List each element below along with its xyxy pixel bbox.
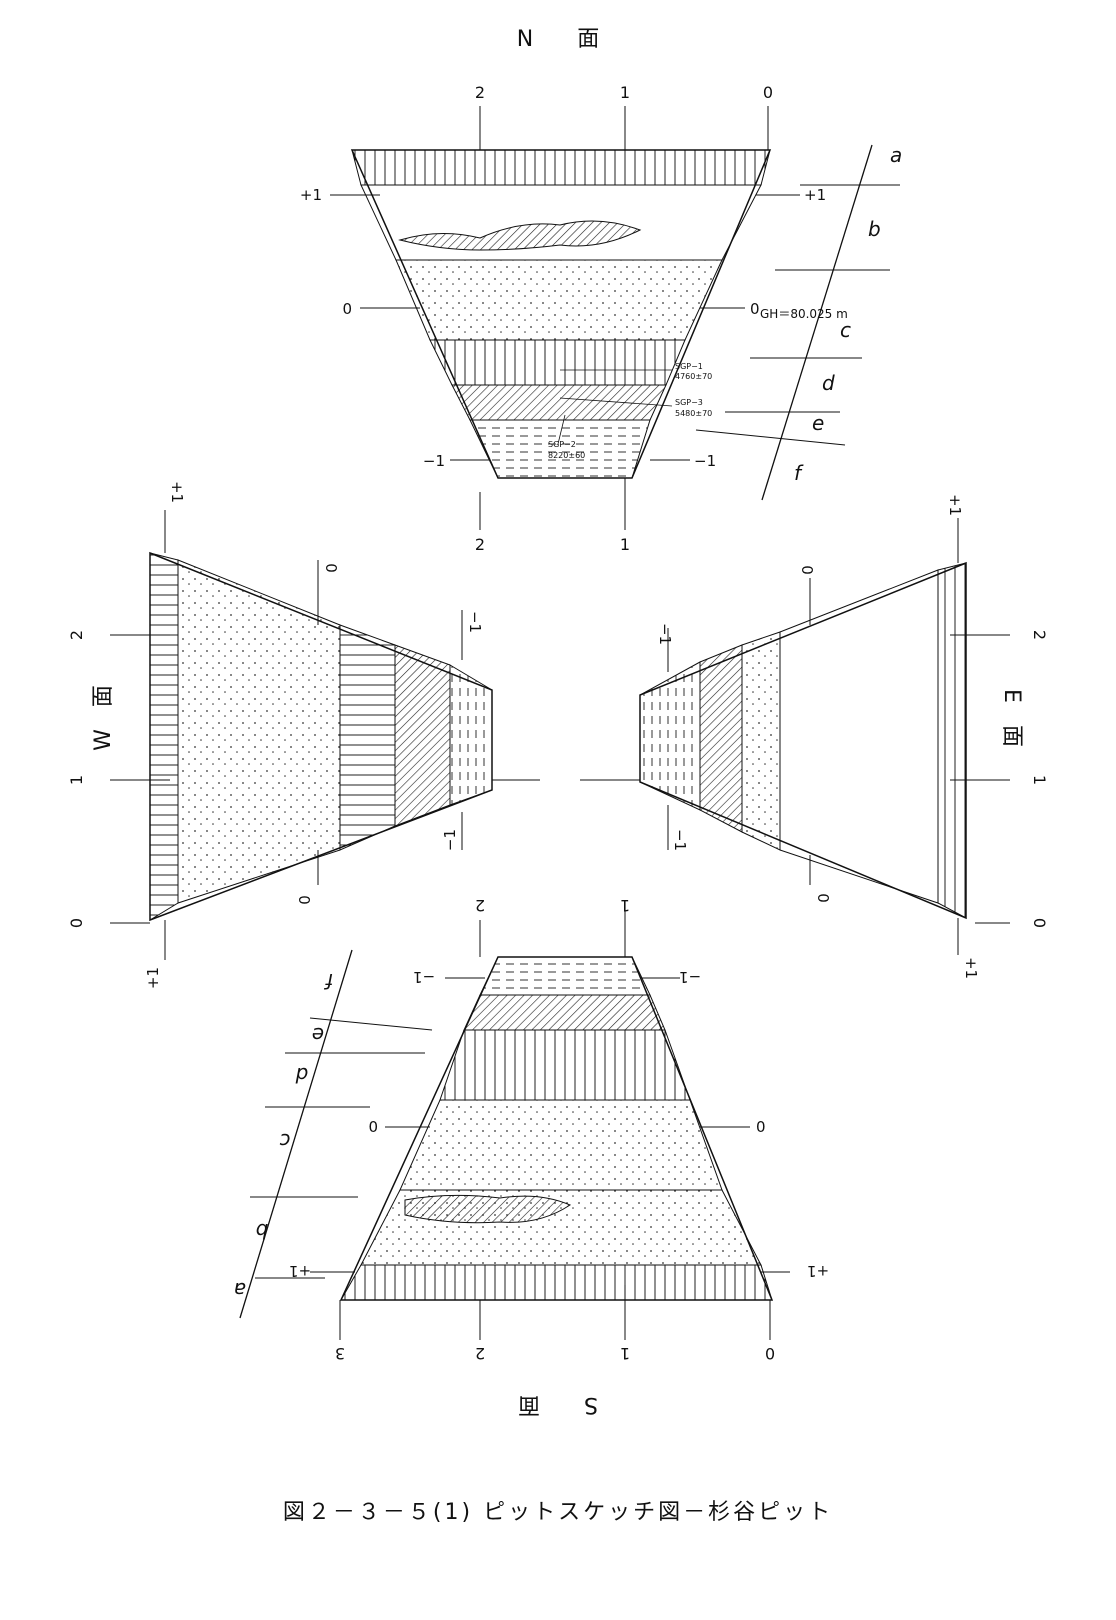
east-tick-0: 0 [1030,918,1049,928]
south-bottom-tick-3: 3 [335,1344,345,1363]
west-level-plus1-bottom: +1 [144,967,162,989]
north-face-title: N 面 [517,27,599,52]
south-level-0-left: 0 [368,1118,378,1136]
north-layer-a: a [890,143,902,167]
east-layer-f-fill [639,661,701,811]
east-layer-b-fill [779,569,939,904]
north-layer-e: e [812,411,824,435]
south-layer-d-fill [439,1029,691,1101]
west-face: W 面 2 1 0 +1 +1 0 0 −1 −1 [67,481,540,989]
south-top-tick-2: 2 [475,896,485,915]
north-sample-2-age: 8220±60 [548,451,585,460]
south-layer-e: e [312,1023,324,1047]
south-level-plus1-left: +1 [289,1262,311,1280]
north-level-plus1-right: +1 [804,186,826,204]
north-sample-3-age: 5480±70 [675,409,712,418]
east-layer-de-fill [699,644,743,833]
east-level-minus1-bottom: −1 [671,829,689,851]
north-top-tick-0: 0 [763,83,773,102]
north-hatched-lens [398,220,642,251]
west-face-title: W 面 [91,685,116,751]
north-level-0-right: 0 [750,300,760,318]
east-face-title: E 面 [999,689,1024,747]
north-column-line [761,144,873,501]
east-tick-2: 2 [1030,630,1049,640]
north-sample-1-age: 4760±70 [675,372,712,381]
north-layer-f-fill [469,419,651,479]
south-layer-f-fill [479,956,651,996]
south-bottom-tick-1: 1 [620,1344,630,1363]
west-level-minus1-top: −1 [466,611,484,633]
west-level-0-top: 0 [322,563,340,573]
north-level-minus1-right: −1 [694,452,716,470]
north-sample-2-name: SGP−2 [548,440,576,449]
south-layer-e-fill [463,994,666,1031]
south-level-minus1-right: −1 [679,968,701,986]
west-layer-a-fill [149,552,179,921]
east-level-0-bottom: 0 [814,893,832,903]
north-layer-d: d [822,371,835,395]
south-face-title: S 面 [518,1392,598,1417]
north-layer-c-fill [395,259,723,341]
west-layer-bc-fill [177,559,341,904]
south-layer-c-fill [399,1099,723,1191]
north-sample-3-name: SGP−3 [675,398,703,407]
north-level-minus1-left: −1 [423,452,445,470]
south-bottom-tick-2: 2 [475,1344,485,1363]
north-layer-c: c [840,318,851,342]
east-level-plus1-top: +1 [946,494,964,516]
east-level-minus1-top: −1 [656,623,674,645]
south-layer-f: f [324,969,334,993]
south-layer-a: a [234,1278,246,1302]
north-layer-f: f [794,461,804,485]
north-level-0-left: 0 [342,300,352,318]
north-layer-d-fill [429,339,686,386]
west-tick-0: 0 [67,918,86,928]
east-face: E 面 2 1 0 +1 +1 0 0 −1 −1 [580,494,1049,979]
south-top-tick-1: 1 [620,896,630,915]
north-face: N 面 2 1 0 +1 +1 0 0 −1 −1 2 1 [300,27,902,554]
west-tick-2: 2 [67,630,86,640]
north-layer-b-fill [360,184,762,261]
south-level-0-right: 0 [756,1118,766,1136]
east-level-0-top: 0 [798,565,816,575]
north-bottom-tick-1: 1 [620,535,630,554]
west-tick-1: 1 [67,775,86,785]
west-level-0-bottom: 0 [296,895,314,905]
north-sample-1-name: SGP−1 [675,362,703,371]
south-layer-c: c [280,1129,291,1153]
west-layer-f-fill [449,664,493,806]
south-level-minus1-left: −1 [413,968,435,986]
south-layer-d: d [295,1063,308,1087]
west-level-minus1-bottom: −1 [441,829,459,851]
figure-caption: 図２－３－５(1) ピットスケッチ図－杉谷ピット [282,1500,834,1525]
south-face: 2 1 −1 −1 0 0 +1 +1 3 2 1 0 S 面 a b c d … [234,896,829,1417]
north-layer-b: b [868,217,881,241]
west-layer-e-fill [394,644,451,827]
south-hatched-lens [404,1194,572,1224]
west-level-plus1-top: +1 [168,481,186,503]
north-level-plus1-left: +1 [300,186,322,204]
west-layer-d-fill [339,624,396,851]
south-bottom-tick-0: 0 [765,1344,775,1363]
north-top-tick-2: 2 [475,83,485,102]
east-layer-a-fill [937,562,967,919]
south-layer-b: b [256,1219,269,1243]
north-top-tick-1: 1 [620,83,630,102]
north-layer-e-fill [451,384,667,421]
south-level-plus1-right: +1 [807,1262,829,1280]
north-bottom-tick-2: 2 [475,535,485,554]
north-gh-label: GH＝80.025 m [760,307,848,321]
east-level-plus1-bottom: +1 [962,957,980,979]
east-layer-c-fill [741,631,781,851]
east-tick-1: 1 [1030,775,1049,785]
south-layer-a-fill [340,1264,773,1301]
south-column-line [239,949,353,1319]
north-layer-a-fill [351,149,771,186]
